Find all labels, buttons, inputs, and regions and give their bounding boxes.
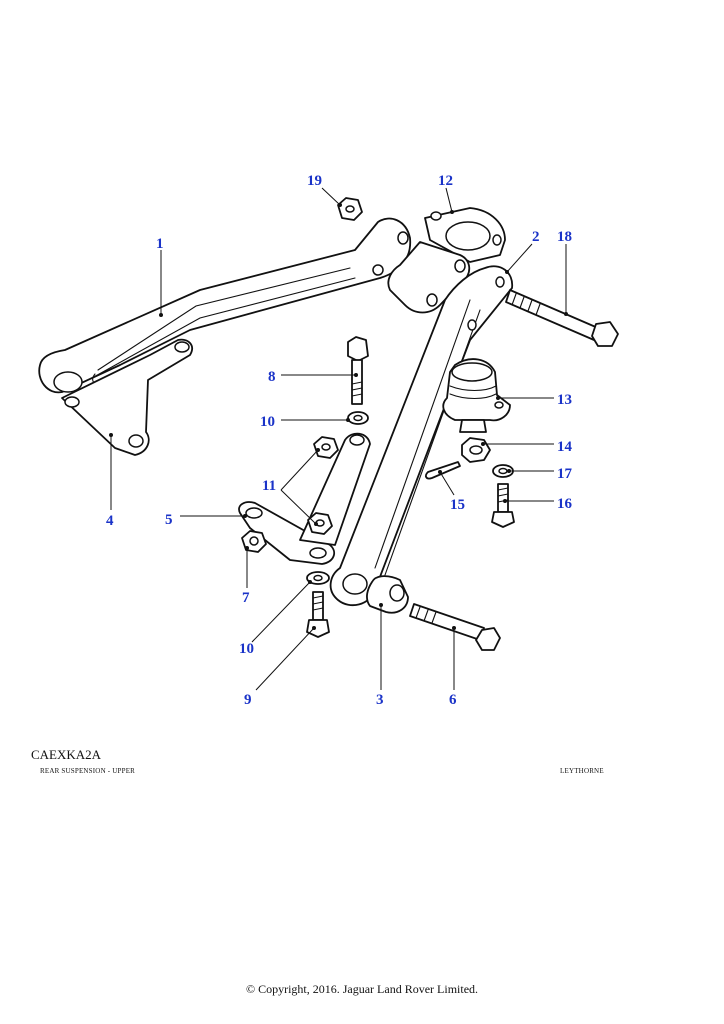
callout-19: 19 [307,173,322,189]
callout-4: 4 [106,513,114,529]
diagram-caption: REAR SUSPENSION - UPPER [40,767,136,775]
part-bolt-6 [409,603,501,651]
part-trailing-link [329,265,513,607]
callout-10-lower: 10 [239,641,254,657]
diagram-reference-code: CAEXKA2A [31,747,102,762]
callout-14: 14 [557,439,573,455]
part-bush [366,575,409,614]
part-castle-nut [461,437,491,463]
part-washer-10-upper [347,411,369,425]
part-washer-10-lower [306,571,330,585]
part-nut-11-lower [307,512,333,535]
part-bolt-9 [306,591,330,638]
part-nut-11-upper [313,436,339,459]
part-bolt-16 [491,483,515,528]
callout-13: 13 [557,392,572,408]
callout-6: 6 [449,692,457,708]
callout-2: 2 [532,229,540,245]
callout-11: 11 [262,478,276,494]
part-bolt-8 [347,336,369,405]
callout-1: 1 [156,236,164,252]
callout-16: 16 [557,496,573,512]
callout-12: 12 [438,173,453,189]
copyright-notice: © Copyright, 2016. Jaguar Land Rover Lim… [245,982,479,996]
leader-lines [109,187,568,691]
part-upper-arm [38,217,412,456]
callout-8: 8 [268,369,276,385]
part-ball-joint [442,358,511,433]
callout-9: 9 [244,692,252,708]
callout-17: 17 [557,466,573,482]
diagram-location-caption: LEYTHORNE [560,767,604,775]
callout-15: 15 [450,497,465,513]
callout-5: 5 [165,512,173,528]
part-bolt-18 [505,289,619,347]
part-split-pin [425,461,461,480]
callout-18: 18 [557,229,572,245]
part-nut-19 [337,197,363,221]
callout-3: 3 [376,692,384,708]
callout-10-upper: 10 [260,414,275,430]
callout-7: 7 [242,590,250,606]
